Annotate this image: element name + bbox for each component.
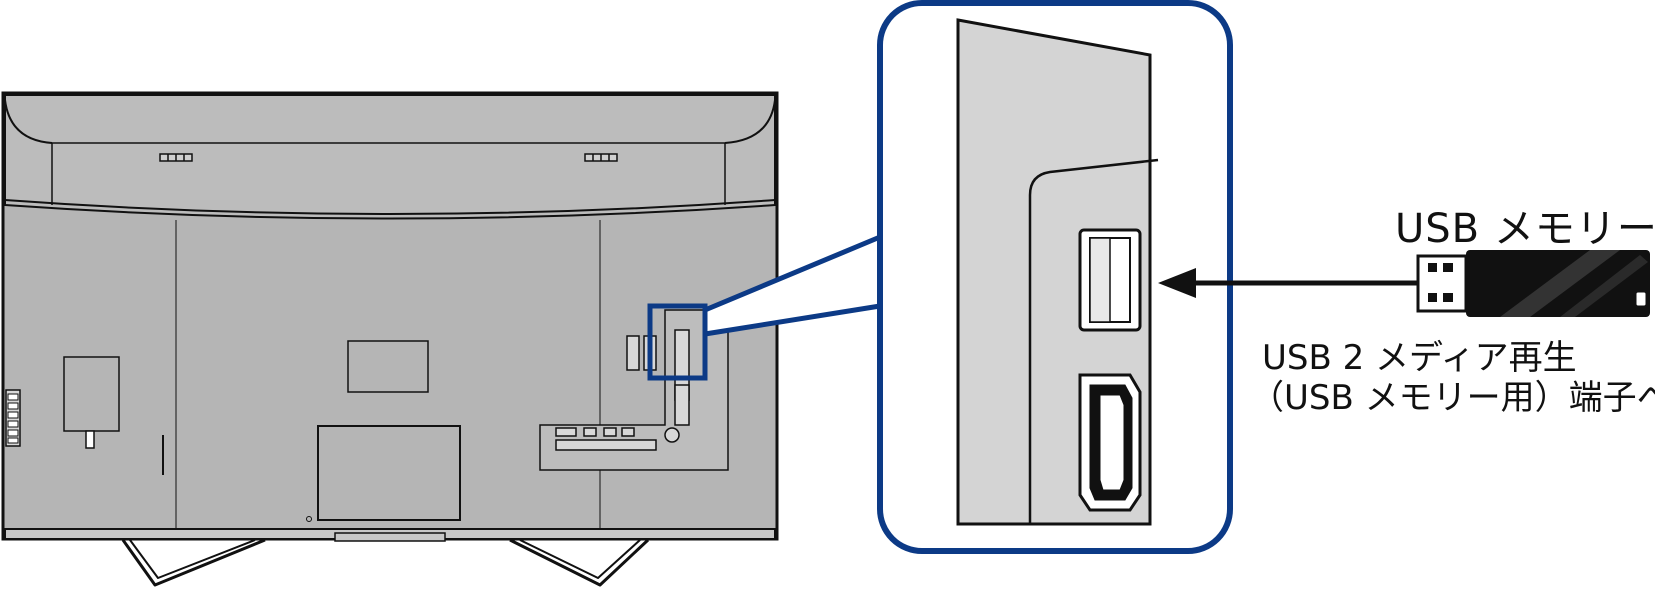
arrow-left-icon bbox=[1158, 268, 1436, 298]
usb-memory-stick-icon bbox=[1416, 250, 1650, 317]
zoom-interior bbox=[956, 18, 1159, 526]
power-terminal-box bbox=[63, 356, 120, 432]
usb-port-icon bbox=[1078, 228, 1142, 332]
terminal-recess bbox=[1028, 158, 1159, 524]
stand-leg-right bbox=[509, 538, 650, 587]
callout-highlight-box bbox=[647, 303, 708, 381]
hdmi-port-icon bbox=[1078, 373, 1142, 512]
tv-top-band bbox=[4, 94, 776, 220]
rating-label bbox=[347, 340, 429, 393]
wall-mount-hole-left bbox=[159, 153, 193, 162]
usb-port-label-line2: （USB メモリー用）端子へ bbox=[1250, 378, 1655, 418]
usb-memory-label: USB メモリー bbox=[1395, 206, 1655, 252]
stand-mount-box bbox=[317, 425, 461, 521]
zoom-callout bbox=[647, 0, 1233, 554]
usb-plug bbox=[1416, 254, 1468, 313]
tv-stand bbox=[121, 538, 650, 587]
stand-leg-left bbox=[121, 538, 266, 587]
tv-rear-view bbox=[1, 91, 779, 542]
side-control-buttons bbox=[5, 389, 21, 447]
wall-mount-hole-right bbox=[584, 153, 618, 162]
usb-port-label-line1: USB 2 メディア再生 bbox=[1262, 338, 1577, 378]
